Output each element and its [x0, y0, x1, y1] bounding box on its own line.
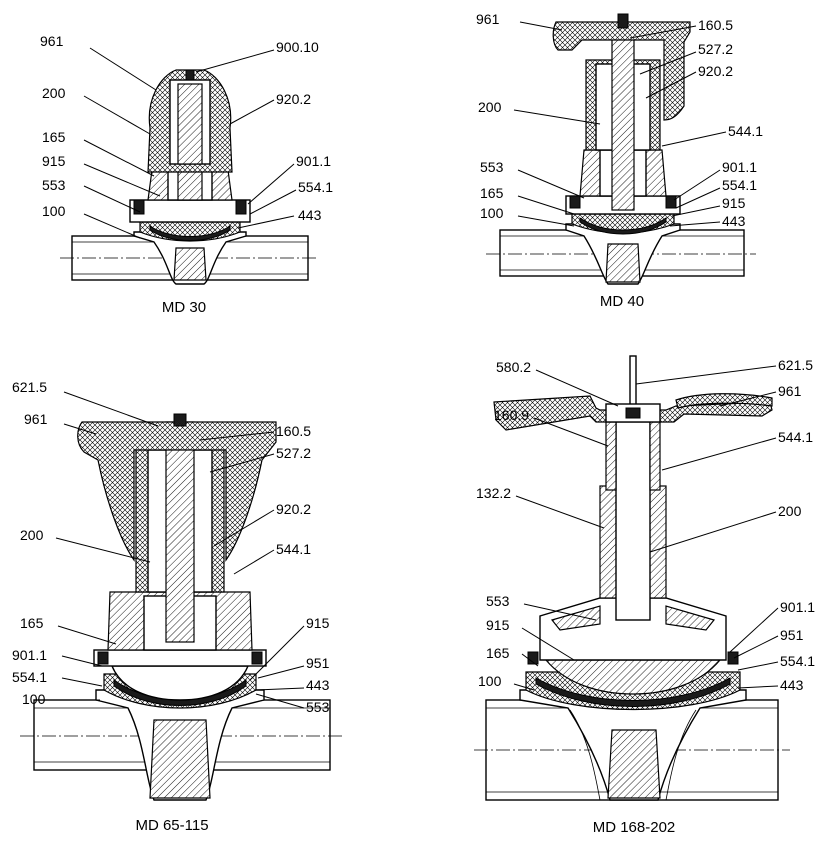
md30-label-901-1: 901.1	[296, 153, 331, 169]
md40-label-961: 961	[476, 11, 500, 27]
diagram-md65-115: 621.5 961 160.5 527.2 920.2 200 544.1 16…	[12, 379, 344, 834]
md168-label-580-2: 580.2	[496, 359, 531, 375]
md168-label-100: 100	[478, 673, 502, 689]
md30-label-920-2: 920.2	[276, 91, 311, 107]
md65-label-160-5: 160.5	[276, 423, 311, 439]
md30-leader-lines	[83, 47, 297, 239]
md30-label-961: 961	[40, 33, 64, 49]
md65-label-920-2: 920.2	[276, 501, 311, 517]
md65-caption: MD 65-115	[135, 817, 208, 834]
md65-label-553: 553	[306, 699, 330, 715]
md65-label-200: 200	[20, 527, 44, 543]
md30-label-165: 165	[42, 129, 66, 145]
md40-caption: MD 40	[600, 293, 644, 310]
md40-label-200: 200	[478, 99, 502, 115]
md40-valve-drawing	[486, 13, 756, 285]
md65-label-527-2: 527.2	[276, 445, 311, 461]
md168-label-553: 553	[486, 593, 510, 609]
md168-label-165: 165	[486, 645, 510, 661]
md168-label-132-2: 132.2	[476, 485, 511, 501]
md168-leader-lines	[513, 365, 779, 691]
md168-label-915: 915	[486, 617, 510, 633]
md30-label-200: 200	[42, 85, 66, 101]
md30-label-443: 443	[298, 207, 322, 223]
md40-label-554-1: 554.1	[722, 177, 757, 193]
md65-label-621-5: 621.5	[12, 379, 47, 395]
md40-label-160-5: 160.5	[698, 17, 733, 33]
md65-label-443: 443	[306, 677, 330, 693]
md40-label-544-1: 544.1	[728, 123, 763, 139]
md40-leader-lines	[513, 21, 727, 227]
md65-leader-lines	[55, 391, 305, 709]
md168-label-621-5: 621.5	[778, 357, 813, 373]
md40-label-553: 553	[480, 159, 504, 175]
md30-label-553: 553	[42, 177, 66, 193]
md30-label-554-1: 554.1	[298, 179, 333, 195]
md65-label-951: 951	[306, 655, 330, 671]
md40-label-527-2: 527.2	[698, 41, 733, 57]
md40-label-443: 443	[722, 213, 746, 229]
md65-label-961: 961	[24, 411, 48, 427]
md65-label-554-1: 554.1	[12, 669, 47, 685]
md40-label-100: 100	[480, 205, 504, 221]
md168-label-160-9: 160.9	[494, 407, 529, 423]
md168-label-901-1: 901.1	[780, 599, 815, 615]
md168-caption: MD 168-202	[593, 819, 676, 836]
md168-label-951: 951	[780, 627, 804, 643]
md30-label-915: 915	[42, 153, 66, 169]
diagram-md40: 961 160.5 527.2 920.2 200 544.1 553 901.…	[476, 11, 763, 310]
md168-label-200: 200	[778, 503, 802, 519]
md65-label-544-1: 544.1	[276, 541, 311, 557]
md65-label-915: 915	[306, 615, 330, 631]
md30-caption: MD 30	[162, 299, 206, 316]
md30-valve-drawing	[60, 69, 318, 285]
md65-label-100: 100	[22, 691, 46, 707]
md40-label-920-2: 920.2	[698, 63, 733, 79]
md168-label-554-1: 554.1	[780, 653, 815, 669]
md30-label-900-10: 900.10	[276, 39, 319, 55]
md65-valve-drawing	[20, 413, 344, 801]
md65-label-901-1: 901.1	[12, 647, 47, 663]
md65-label-165: 165	[20, 615, 44, 631]
md40-label-901-1: 901.1	[722, 159, 757, 175]
md168-label-961: 961	[778, 383, 802, 399]
md40-label-915: 915	[722, 195, 746, 211]
md30-label-100: 100	[42, 203, 66, 219]
md40-label-165: 165	[480, 185, 504, 201]
diagram-md168-202: 621.5 580.2 961 160.9 544.1 132.2 200 55…	[474, 355, 815, 836]
md168-label-443: 443	[780, 677, 804, 693]
md168-label-544-1: 544.1	[778, 429, 813, 445]
diagram-md30: 961 900.10 200 920.2 165 915 901.1 553 5…	[40, 33, 333, 316]
md168-valve-drawing	[474, 355, 790, 801]
